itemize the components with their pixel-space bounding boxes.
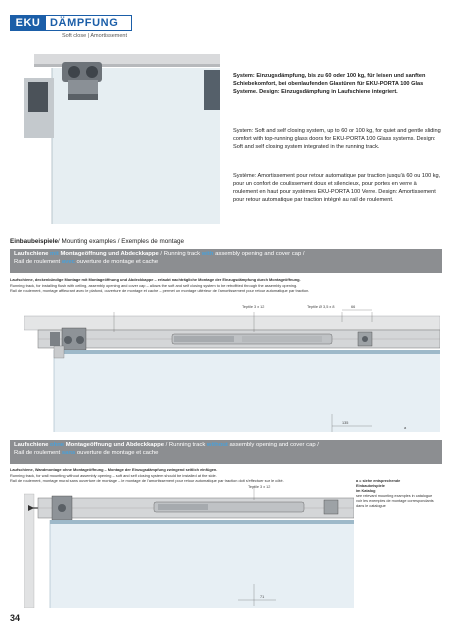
examples-title: Einbaubeispiele/ Mounting examples / Exe…	[10, 238, 184, 245]
legend-bold2: Einbaubeispiele	[356, 483, 385, 488]
section1-bar-accent: with	[201, 251, 214, 257]
section2-bar-accent: ohne	[50, 442, 65, 448]
section2-desc-de: Laufschiene, Wandmontage ohne Montageöff…	[10, 467, 218, 472]
section2-bar-part: assembly opening and cover cap /	[227, 442, 319, 448]
section2-desc-fr: Rail de roulement, montage mural sans ou…	[10, 478, 284, 484]
section2-bar-part: Montageöffnung und Abdeckkappe	[64, 442, 165, 448]
section1-bar: Laufschiene mit Montageöffnung und Abdec…	[10, 249, 442, 273]
section2-bar-accent: sans	[61, 449, 76, 456]
section1-bar-part: assembly opening and cover cap /	[213, 251, 305, 257]
page-number: 34	[10, 613, 21, 623]
section1-bar-accent: avec	[61, 258, 75, 265]
drawing1-dim-corner: a	[404, 426, 407, 430]
legend-en: see relevant mounting examples in catalo…	[356, 493, 433, 498]
brand-subtitle: Soft close | Amortissement	[62, 33, 128, 39]
section2-bar-line1: Laufschiene ohne Montageöffnung und Abde…	[14, 442, 438, 450]
drawing1-label-mid: Teptile Ø 3,5 x 8	[307, 305, 334, 309]
section2-bar-accent: without	[206, 442, 228, 448]
brand-name: DÄMPFUNG	[46, 15, 132, 31]
product-photo	[24, 50, 220, 224]
section2-description: Laufschiene, Wandmontage ohne Montageöff…	[10, 467, 442, 484]
section2-bar-part: Laufschiene	[14, 442, 51, 448]
section2-bar-part: ouverture de montage et cache	[75, 449, 159, 456]
drawing2-label-left: Teptile 3 x 12	[248, 485, 270, 489]
section1-bar-part: Laufschiene	[14, 251, 51, 257]
section2-bar-line2: Rail de roulement sans ouverture de mont…	[14, 450, 438, 458]
drawing-track-with-opening: Teptile 3 x 12 Teptile Ø 3,5 x 8 66 135 …	[24, 305, 440, 432]
section1-desc-de: Laufschiene, deckenbündige Montage mit M…	[10, 277, 301, 282]
section1-desc-fr: Rail de roulement, montage affleurant av…	[10, 288, 310, 294]
legend-note: a = siehe entsprechende Einbaubeispiele …	[356, 479, 436, 509]
examples-title-rest: / Mounting examples / Exemples de montag…	[57, 238, 184, 245]
section1-bar-part: Rail de roulement	[14, 258, 62, 265]
section1-desc-en: Running track, for installing flush with…	[10, 282, 298, 288]
drawing1-label-right: 66	[351, 305, 355, 309]
drawing1-label-left: Teptile 3 x 12	[242, 305, 264, 309]
section2-desc-en: Running track, for wall mounting without…	[10, 472, 217, 478]
section1-bar-line2: Rail de roulement avec ouverture de mont…	[14, 259, 438, 267]
brand-logo: EKU DÄMPFUNG	[10, 15, 132, 31]
section2-bar-part: Rail de roulement	[14, 449, 62, 456]
legend-bold1: a = siehe entsprechende	[356, 479, 401, 483]
intro-fr: Système: Amortissement pour retour autom…	[233, 173, 441, 204]
legend-fr: voir les exemples de montage corresponda…	[356, 498, 434, 508]
drawing-track-without-opening: Teptile 3 x 12 71	[24, 485, 354, 608]
section1-bar-accent: mit	[50, 251, 59, 257]
section1-bar-line1: Laufschiene mit Montageöffnung und Abdec…	[14, 251, 438, 259]
drawing2-dim-bottom: 71	[260, 595, 264, 599]
section1-description: Laufschiene, deckenbündige Montage mit M…	[10, 277, 442, 294]
intro-en: System: Soft and self closing system, up…	[233, 128, 441, 151]
section1-bar-part: Montageöffnung und Abdeckkappe	[58, 251, 159, 257]
drawing1-dim-bottom: 135	[342, 421, 348, 425]
legend-bold3: im Katalog	[356, 488, 376, 493]
examples-title-bold: Einbaubeispiele	[10, 238, 58, 245]
eku-logo: EKU	[10, 15, 46, 31]
intro-de: System: Einzugsdämpfung, bis zu 60 oder …	[233, 73, 426, 96]
section2-bar: Laufschiene ohne Montageöffnung und Abde…	[10, 440, 442, 464]
section1-bar-part: ouverture de montage et cache	[74, 258, 159, 265]
section1-bar-part: / Running track	[158, 251, 202, 257]
section2-bar-part: / Running track	[164, 442, 207, 448]
